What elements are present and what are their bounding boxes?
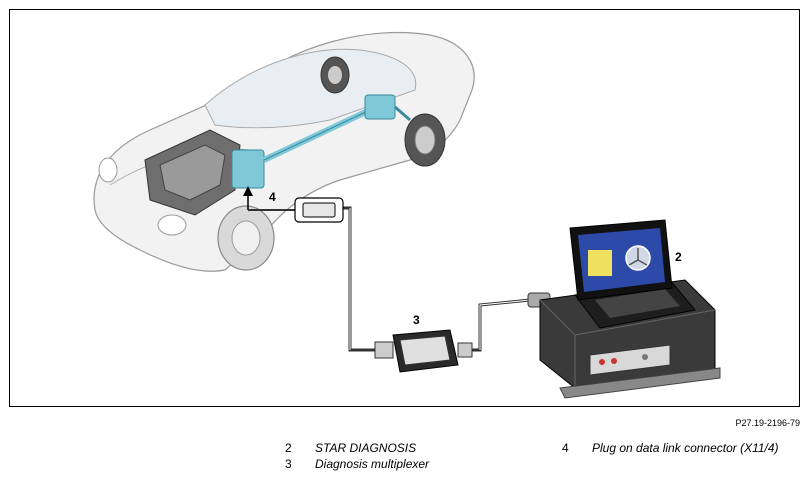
figure-frame: 4 3 2 — [9, 9, 800, 407]
legend-item-2: 2 STAR DIAGNOSIS — [285, 441, 416, 455]
callout-4: 4 — [269, 190, 276, 204]
legend-item-4: 4 Plug on data link connector (X11/4) — [562, 441, 779, 455]
legend-text: STAR DIAGNOSIS — [315, 441, 417, 455]
callout-2: 2 — [675, 250, 682, 264]
multiplexer-unit — [374, 329, 473, 373]
legend-text: Diagnosis multiplexer — [315, 457, 430, 471]
legend-number: 2 — [285, 441, 292, 455]
callout-3: 3 — [413, 313, 420, 327]
legend-number: 3 — [285, 457, 292, 471]
star-diagnosis-cart — [539, 219, 721, 399]
figure-reference-code: P27.19-2196-79 — [735, 418, 800, 428]
legend-text: Plug on data link connector (X11/4) — [592, 441, 779, 455]
vehicle-illustration — [93, 31, 475, 272]
diagram-illustration — [93, 31, 721, 399]
cable-harness — [248, 197, 551, 352]
legend-item-3: 3 Diagnosis multiplexer — [285, 457, 429, 471]
legend-number: 4 — [562, 441, 569, 455]
